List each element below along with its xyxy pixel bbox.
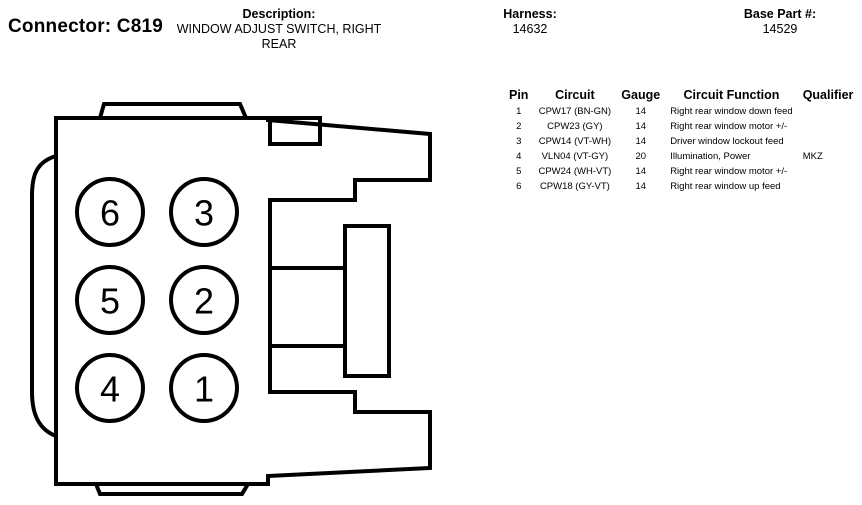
table-row: 4 VLN04 (VT-GY) 20 Illumination, Power M… <box>504 149 858 164</box>
function-cell: Right rear window motor +/- <box>670 121 788 132</box>
pin-table: Pin Circuit Gauge Circuit Function Quali… <box>504 86 858 194</box>
base-part-label: Base Part #: <box>743 7 817 21</box>
pin-number-label: 1 <box>194 369 214 410</box>
pin-cell: 5 <box>516 166 522 177</box>
qualifier-header: Qualifier <box>802 88 854 102</box>
gauge-cell: 20 <box>635 151 647 162</box>
function-cell: Illumination, Power <box>670 151 751 162</box>
pin-cavity <box>169 177 239 247</box>
pin-cavity <box>75 353 145 423</box>
circuit-header: Circuit <box>555 88 595 102</box>
harness-block: Harness: 14632 <box>480 7 580 37</box>
circuit-function-header: Circuit Function <box>683 88 780 102</box>
gauge-cell: 14 <box>635 181 647 192</box>
connector-title: Connector: C819 <box>8 16 164 37</box>
function-cell: Right rear window motor +/- <box>670 166 788 177</box>
pin-cell: 3 <box>516 136 522 147</box>
circuit-cell: CPW23 (GY) <box>547 121 603 132</box>
description-label: Description: <box>242 7 316 21</box>
gauge-header: Gauge <box>621 88 661 102</box>
circuit-cell: CPW14 (VT-WH) <box>538 136 612 147</box>
function-cell: Driver window lockout feed <box>670 136 784 147</box>
circuit-cell: CPW17 (BN-GN) <box>538 106 612 117</box>
pin-table-header-row: Pin Circuit Gauge Circuit Function Quali… <box>504 86 858 104</box>
table-row: 6 CPW18 (GY-VT) 14 Right rear window up … <box>504 179 858 194</box>
description-value: WINDOW ADJUST SWITCH, RIGHT REAR <box>176 22 382 51</box>
pin-cavity <box>75 177 145 247</box>
connector-right-guide <box>270 266 345 348</box>
function-cell: Right rear window down feed <box>670 106 793 117</box>
connector-bottom-tab <box>94 482 250 496</box>
circuit-cell: CPW18 (GY-VT) <box>539 181 610 192</box>
pin-number-label: 3 <box>194 193 214 234</box>
pin-number-label: 6 <box>100 193 120 234</box>
connector-left-latch <box>30 154 57 438</box>
function-cell: Right rear window up feed <box>670 181 781 192</box>
base-part-value: 14529 <box>762 22 798 36</box>
circuit-cell: VLN04 (VT-GY) <box>541 151 609 162</box>
pin-cell: 6 <box>516 181 522 192</box>
table-row: 2 CPW23 (GY) 14 Right rear window motor … <box>504 119 858 134</box>
qualifier-cell: MKZ <box>802 151 823 162</box>
pin-number-label: 4 <box>100 369 120 410</box>
pin-cell: 1 <box>516 106 522 117</box>
harness-value: 14632 <box>512 22 548 36</box>
pin-cell: 4 <box>516 151 522 162</box>
gauge-cell: 14 <box>635 136 647 147</box>
table-row: 5 CPW24 (WH-VT) 14 Right rear window mot… <box>504 164 858 179</box>
pin-cavity <box>169 265 239 335</box>
pin-number-label: 2 <box>194 281 214 322</box>
connector-right-lock <box>343 224 391 378</box>
description-block: Description: WINDOW ADJUST SWITCH, RIGHT… <box>160 7 398 52</box>
pin-cavity <box>75 265 145 335</box>
pin-number-label: 5 <box>100 281 120 322</box>
table-row: 3 CPW14 (VT-WH) 14 Driver window lockout… <box>504 134 858 149</box>
connector-top-key <box>268 116 322 146</box>
pin-header: Pin <box>509 88 529 102</box>
gauge-cell: 14 <box>635 166 647 177</box>
connector-housing-outline <box>54 116 432 486</box>
circuit-cell: CPW24 (WH-VT) <box>538 166 612 177</box>
table-row: 1 CPW17 (BN-GN) 14 Right rear window dow… <box>504 104 858 119</box>
harness-label: Harness: <box>503 7 557 21</box>
pin-cavity <box>169 353 239 423</box>
gauge-cell: 14 <box>635 121 647 132</box>
base-part-block: Base Part #: 14529 <box>720 7 840 37</box>
gauge-cell: 14 <box>635 106 647 117</box>
pin-cell: 2 <box>516 121 522 132</box>
connector-top-tab <box>98 102 248 119</box>
